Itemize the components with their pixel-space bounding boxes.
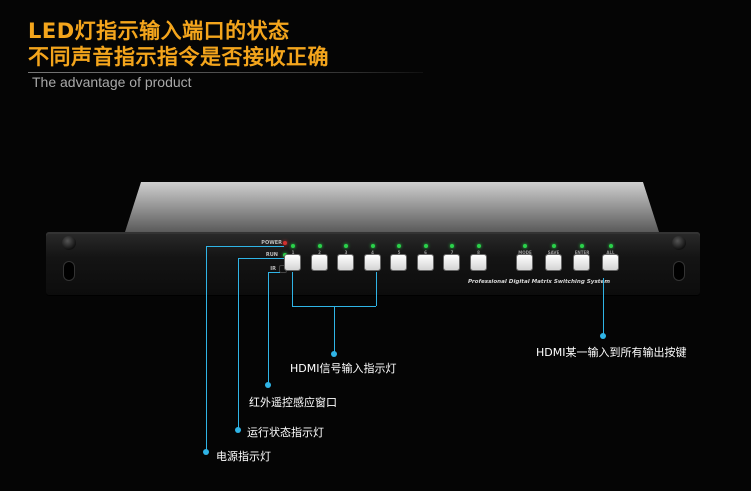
mode-led-icon xyxy=(523,244,527,248)
input-7-led-icon xyxy=(450,244,454,248)
title-divider xyxy=(28,72,423,73)
input-8-led-icon xyxy=(476,244,481,248)
hdmi-led-bracket-left xyxy=(292,272,293,306)
device-top-cover xyxy=(125,182,659,232)
input-8-button[interactable] xyxy=(470,255,486,270)
input-4-label: 4 xyxy=(371,250,374,255)
mode-label: MODE xyxy=(518,250,532,255)
run-line-top xyxy=(238,258,284,259)
title-line-2: 不同声音指示指令是否接收正确 xyxy=(28,45,329,69)
save-button[interactable] xyxy=(545,255,561,270)
input-1-button[interactable] xyxy=(285,255,300,270)
hdmi-led-bracket-right xyxy=(376,272,377,306)
input-6-led-icon xyxy=(423,244,428,248)
save-label: SAVE xyxy=(547,250,560,255)
power-label: POWER xyxy=(261,240,282,246)
all-led-icon xyxy=(608,244,613,248)
run-line xyxy=(238,258,239,430)
run-dot xyxy=(235,427,241,433)
ir-dot xyxy=(265,382,271,388)
all-button-line xyxy=(603,278,604,336)
input-4-led-icon xyxy=(370,244,375,248)
rack-ear-slot-icon xyxy=(674,262,684,280)
input-6-label: 6 xyxy=(424,250,427,255)
all-button-dot xyxy=(600,333,606,339)
power-line xyxy=(206,246,207,452)
input-2-label: 2 xyxy=(318,250,321,255)
mode-button[interactable] xyxy=(517,255,532,270)
power-line-top xyxy=(206,246,284,247)
callout-ir-window: 红外遥控感应窗口 xyxy=(249,396,337,409)
save-led-icon xyxy=(551,244,556,248)
input-5-label: 5 xyxy=(397,250,401,255)
input-5-led-icon xyxy=(397,244,401,248)
run-label: RUN xyxy=(265,252,278,258)
input-4-button[interactable] xyxy=(364,255,380,270)
callout-run-status-led: 运行状态指示灯 xyxy=(247,426,324,439)
input-1-label: 1 xyxy=(291,250,295,255)
ir-window-icon xyxy=(280,266,286,272)
input-3-label: 3 xyxy=(344,250,348,255)
ir-line xyxy=(268,272,269,384)
hdmi-led-line xyxy=(334,306,335,354)
input-2-button[interactable] xyxy=(311,255,327,270)
brand-text: Professional Digital Matrix Switching Sy… xyxy=(468,279,611,285)
hdmi-led-dot xyxy=(331,351,337,357)
rack-ear-screw-icon xyxy=(62,236,76,250)
input-6-button[interactable] xyxy=(417,255,433,270)
callout-all-output-button: HDMI某一输入到所有输出按键 xyxy=(536,346,687,359)
rack-ear-screw-icon xyxy=(672,236,686,250)
all-label: ALL xyxy=(606,250,615,255)
all-button[interactable] xyxy=(602,255,618,270)
callout-power-led: 电源指示灯 xyxy=(216,450,271,463)
input-7-button[interactable] xyxy=(444,255,459,270)
input-2-led-icon xyxy=(317,244,322,248)
rack-ear-slot-icon xyxy=(64,262,74,280)
ir-label: IR xyxy=(270,266,276,272)
enter-led-icon xyxy=(580,244,584,248)
power-dot xyxy=(203,449,209,455)
input-5-button[interactable] xyxy=(391,255,406,270)
input-8-label: 8 xyxy=(477,250,480,255)
input-3-button[interactable] xyxy=(338,255,353,270)
subtitle: The advantage of product xyxy=(32,74,192,90)
title-line-1: LED灯指示输入端口的状态 xyxy=(28,19,290,43)
enter-button[interactable] xyxy=(574,255,589,270)
ir-line-top xyxy=(268,272,280,273)
input-1-led-icon xyxy=(291,244,295,248)
input-3-led-icon xyxy=(344,244,348,248)
power-led-icon xyxy=(283,241,287,245)
callout-hdmi-signal-led: HDMI信号输入指示灯 xyxy=(290,362,397,375)
enter-label: ENTER xyxy=(574,250,590,255)
input-7-label: 7 xyxy=(450,250,454,255)
